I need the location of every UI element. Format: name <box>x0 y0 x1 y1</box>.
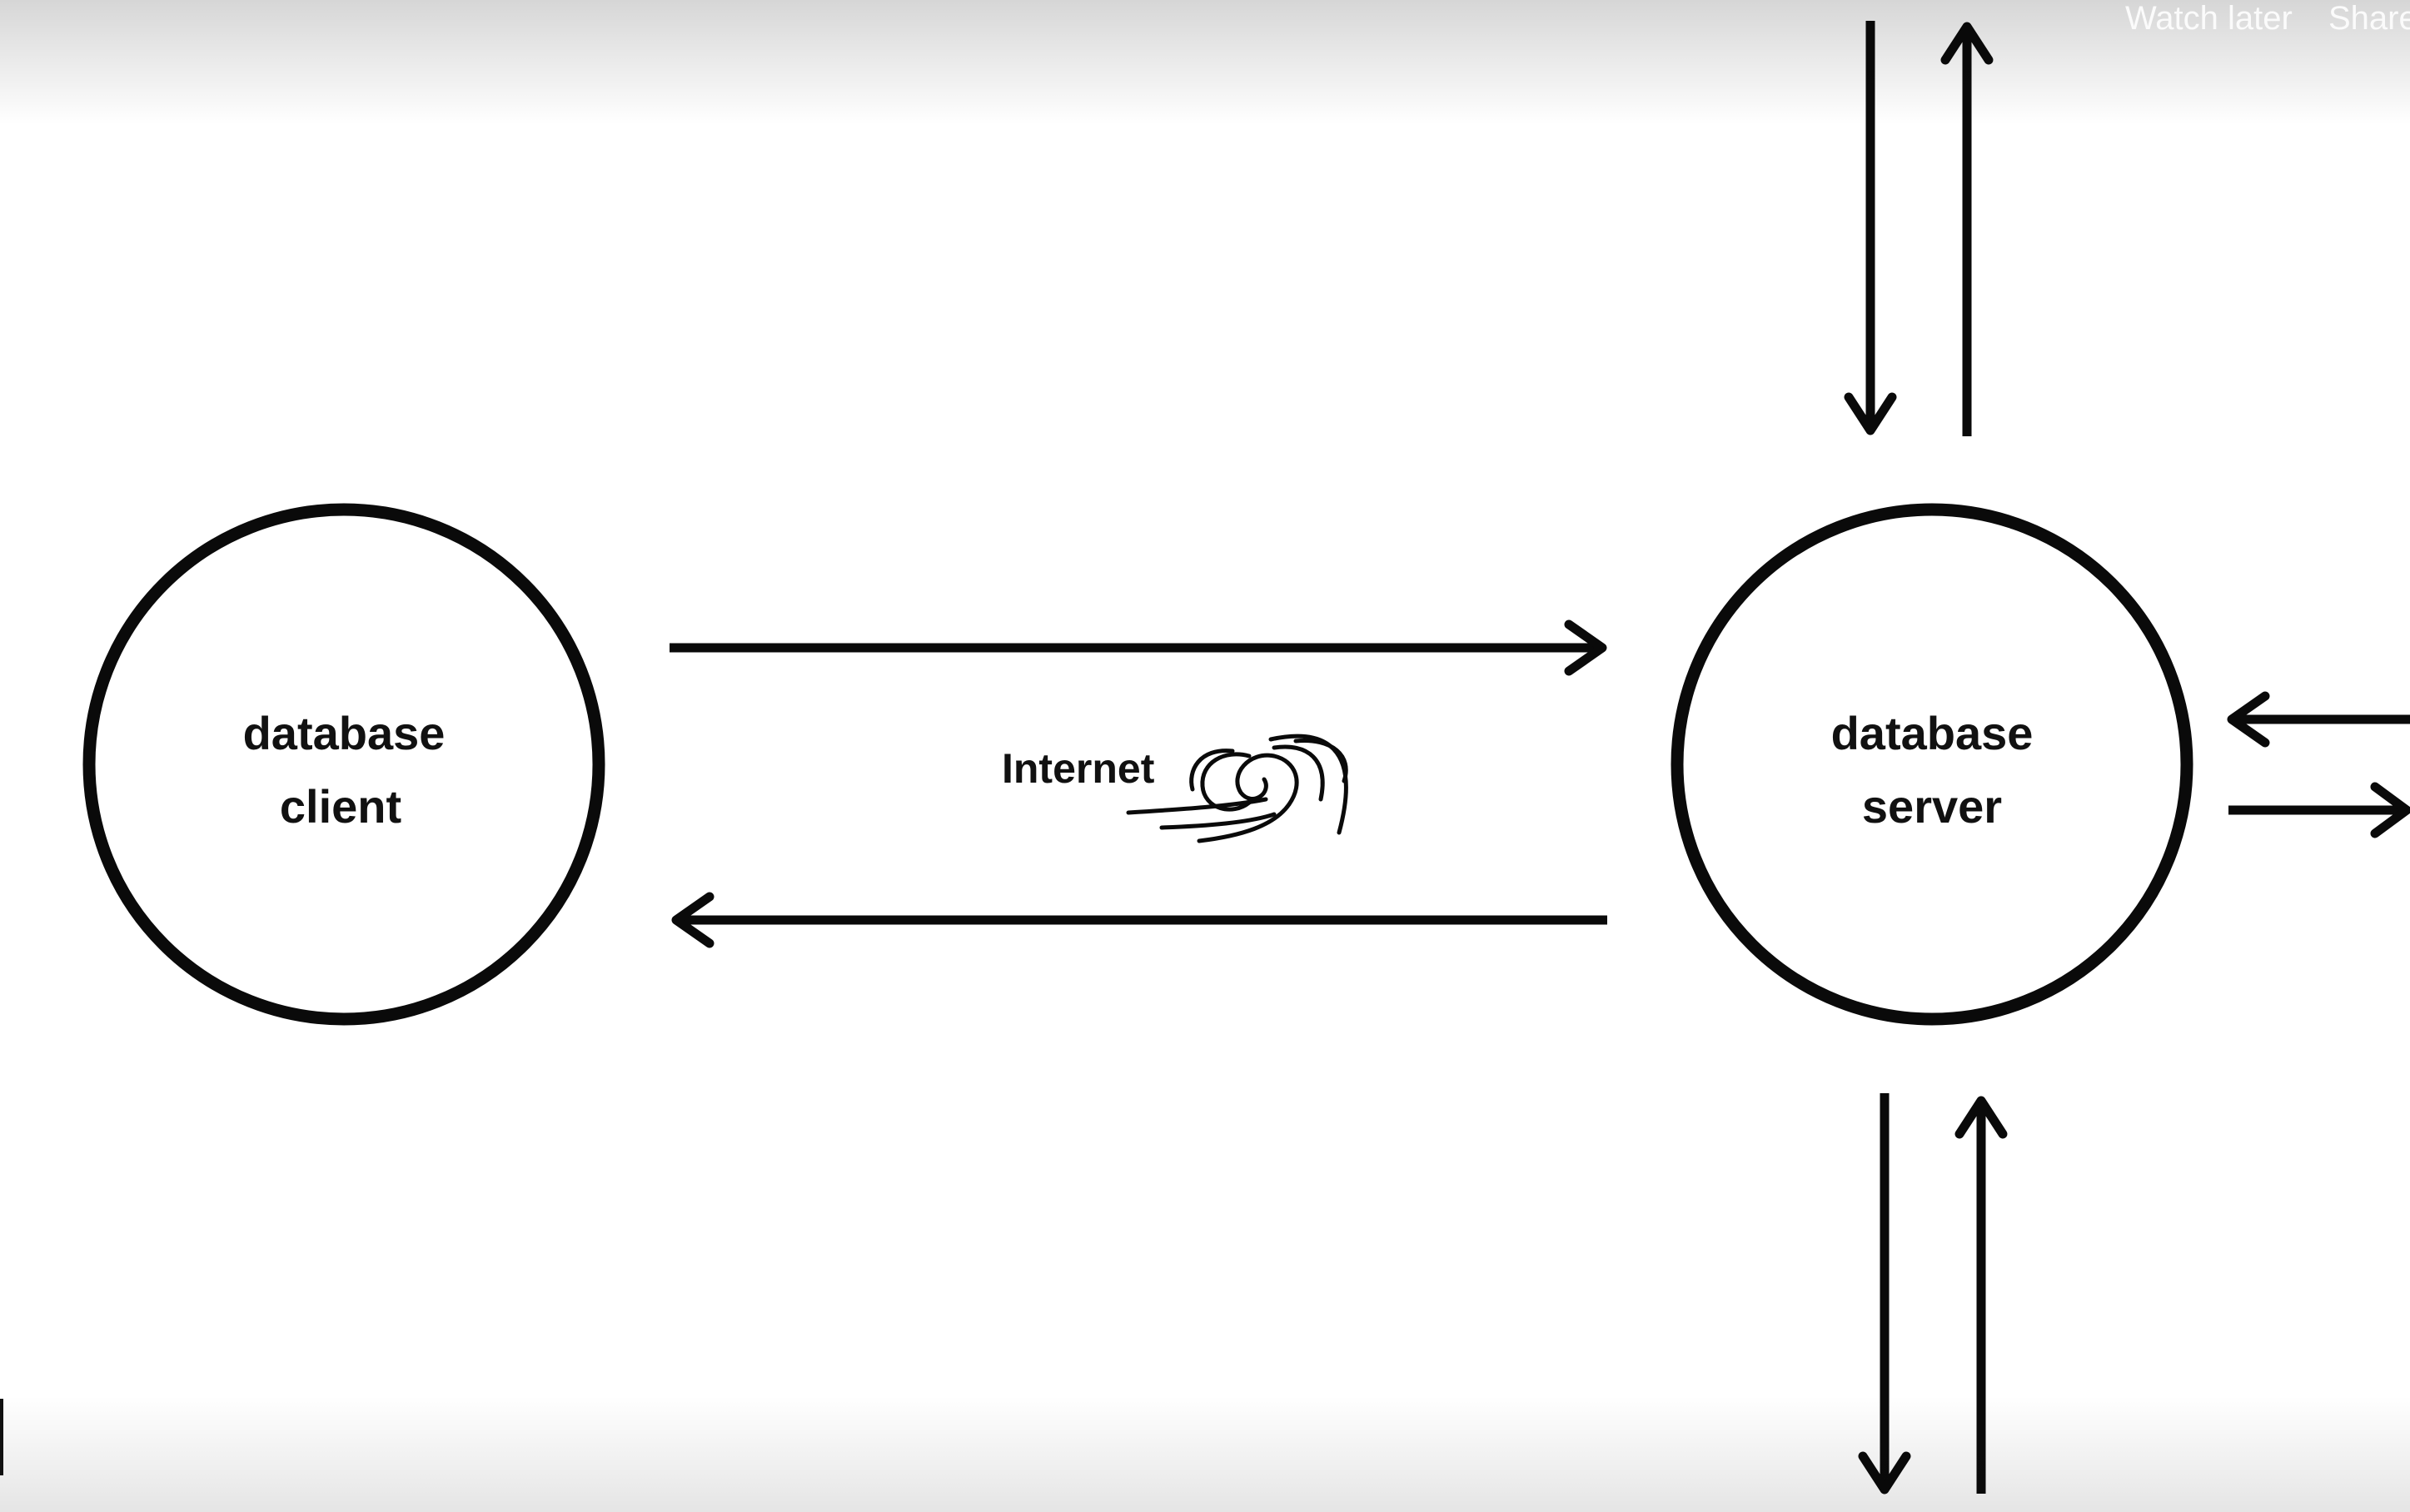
database-client-node: database client <box>82 503 605 1026</box>
right-outbound-arrow <box>2228 782 2410 838</box>
internet-channel: Internet <box>1002 734 1348 843</box>
database-client-label-line1: database <box>243 707 446 759</box>
right-inbound-arrow <box>2227 691 2410 748</box>
database-server-circle <box>1671 503 2193 1026</box>
bottom-outbound-arrow <box>1858 1093 1911 1495</box>
watch-later-button[interactable]: Watch later <box>2125 0 2293 37</box>
wave-icon <box>1126 734 1348 843</box>
bottom-inbound-arrow <box>1954 1096 2008 1494</box>
share-button[interactable]: Share <box>2328 0 2410 37</box>
top-outbound-arrow <box>1940 22 1994 436</box>
internet-label: Internet <box>1002 745 1155 792</box>
database-server-node: database server <box>1671 503 2193 1026</box>
response-arrow <box>671 892 1607 948</box>
left-edge-marker <box>0 1399 3 1475</box>
database-client-circle <box>82 503 605 1026</box>
database-server-label-line2: server <box>1862 780 2002 833</box>
request-arrow <box>670 619 1607 676</box>
database-client-label-line2: client <box>280 780 401 833</box>
database-server-label-line1: database <box>1831 707 2034 759</box>
top-inbound-arrow <box>1844 21 1897 435</box>
